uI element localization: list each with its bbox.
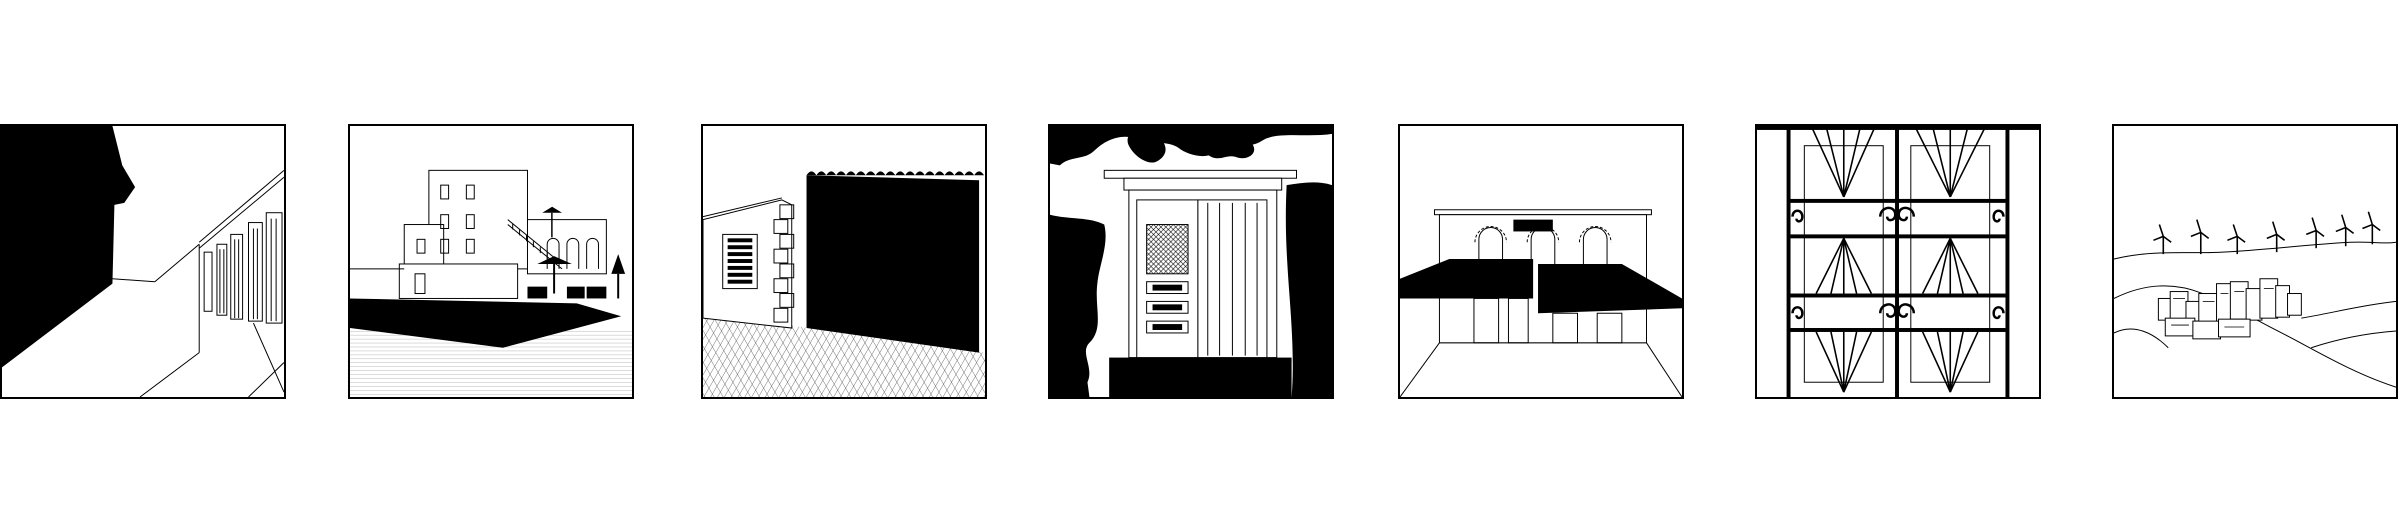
courtyard-house-panel [348,124,634,399]
quoin-stones [773,204,795,323]
arcade-awning-panel [1398,124,1684,399]
door-frame [1103,169,1297,359]
step-shadow [1109,357,1292,397]
street-silhouette-drawing [2,126,284,397]
foliage-left [1050,214,1106,397]
umbrellas [527,206,626,299]
doorway-panel [1048,124,1334,399]
wind-turbines [2153,211,2381,255]
hill-town-windmills-drawing [2114,211,2396,388]
stone-wall-panel [701,124,987,399]
facade-windows [203,212,283,324]
sign-panel [1513,219,1553,232]
awning-right [1538,263,1682,314]
black-wall [806,175,980,353]
courtyard-house-drawing [350,169,632,397]
fan-rays [1810,126,1987,393]
lattice-window [1146,224,1189,275]
ironwork-pattern-drawing [1757,126,2039,397]
ironwork-pattern-panel [1755,124,2041,399]
doorway-drawing [1050,126,1332,397]
profile-silhouette [2,126,136,368]
foliage-top [1050,126,1332,166]
village [2157,278,2302,340]
street-silhouette-panel [0,124,286,399]
hill-town-windmills-panel [2112,124,2398,399]
arcade-awning-drawing [1400,209,1682,397]
foliage-right [1285,182,1332,397]
scroll-ornaments [1791,206,2005,320]
awning-left [1400,259,1534,299]
stone-wall-drawing [703,171,985,397]
house-block [398,169,607,299]
frame-bars [1757,126,2039,397]
pool-shadow [350,298,622,348]
